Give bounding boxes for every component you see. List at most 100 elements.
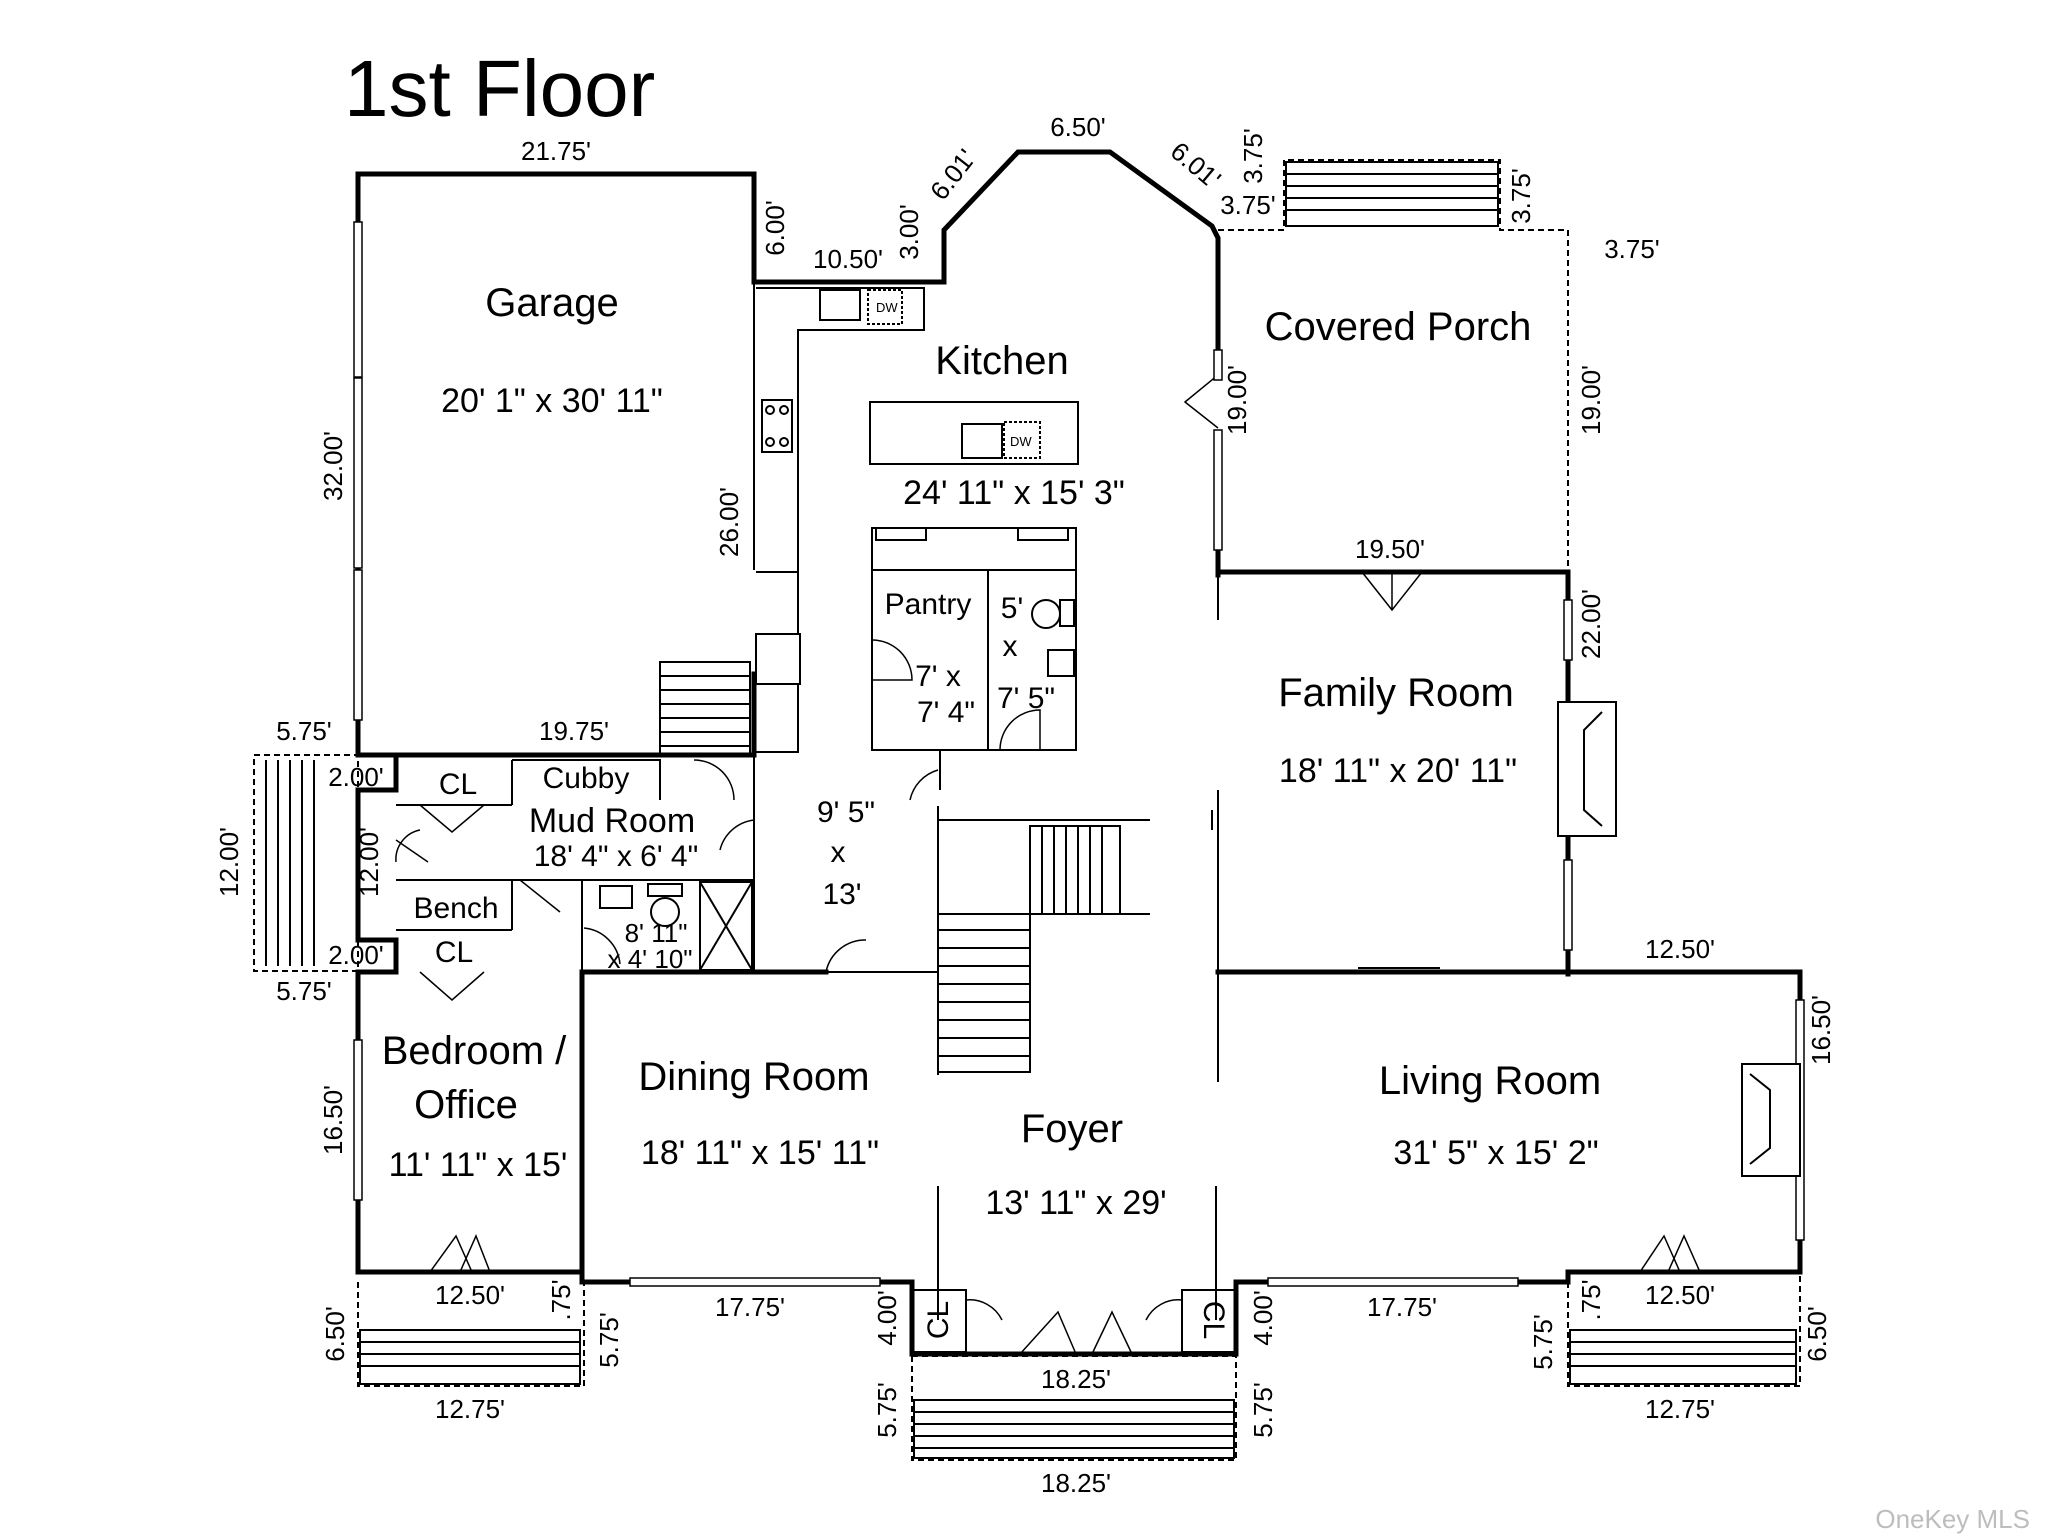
garage-label: Garage <box>485 281 618 325</box>
plan-title: 1st Floor <box>344 44 655 133</box>
dim-porch-corner: 3.75' <box>1604 234 1660 264</box>
powder-door-swing <box>999 709 1041 751</box>
foyer-closet-left-label: CL <box>922 1301 955 1339</box>
garage-steps <box>659 661 751 755</box>
bath-sink-icon <box>599 885 633 909</box>
garage-window <box>353 377 363 569</box>
dim-kitchen-notch: 6.00' <box>760 200 790 256</box>
dim-garage-right: 26.00' <box>714 487 744 557</box>
hall-size-2: x <box>831 836 846 869</box>
foyer-label: Foyer <box>1021 1107 1123 1151</box>
stairs <box>909 769 1213 1075</box>
mud-door-swing <box>395 829 429 863</box>
dim-porch-bottom: 19.50' <box>1355 534 1425 564</box>
dim-foyer-steps-left: 5.75' <box>872 1382 902 1438</box>
pantry-size-2: 7' 4" <box>917 696 975 729</box>
dim-living-steps-jog: .75' <box>1576 1279 1606 1320</box>
dim-garage-top: 21.75' <box>521 136 591 166</box>
dim-porch-left: 19.00' <box>1222 365 1252 435</box>
island-dishwasher-icon <box>1003 421 1041 459</box>
dishwasher-icon <box>867 289 903 325</box>
bedroom-label-2: Office <box>414 1083 518 1127</box>
mud-room-label: Mud Room <box>529 802 695 840</box>
bath-size-1: 8' 11" <box>625 918 688 948</box>
vanity-sink-icon <box>1047 649 1075 677</box>
dim-living-steps-left: 5.75' <box>1528 1314 1558 1370</box>
mud-closet-label: CL <box>439 768 477 801</box>
dim-living-steps-right: 6.50' <box>1802 1306 1832 1362</box>
dim-bedroom-bottom: 12.50' <box>435 1280 505 1310</box>
dim-mud-jog-top: 2.00' <box>328 762 384 792</box>
covered-porch-label: Covered Porch <box>1265 305 1532 349</box>
garage-window <box>353 221 363 378</box>
bench-label: Bench <box>413 892 498 925</box>
garage-size: 20' 1" x 30' 11" <box>441 382 663 420</box>
bedroom-office <box>353 969 585 1285</box>
kitchen-size: 24' 11" x 15' 3" <box>903 474 1125 512</box>
foyer-closet-left <box>911 1289 967 1353</box>
bath <box>581 879 755 973</box>
dim-mud-steps-side: 12.00' <box>214 827 244 897</box>
powder-size-2: x <box>1003 630 1018 663</box>
family-room-label: Family Room <box>1278 671 1514 715</box>
bedroom-closet-label: CL <box>435 936 473 969</box>
dim-kitchen-bay-side: 3.00' <box>894 204 924 260</box>
dim-foyer-jog-left: 4.00' <box>872 1290 902 1346</box>
mud-closet-door-swing <box>419 804 485 833</box>
kitchen-label: Kitchen <box>935 339 1068 383</box>
living-steps <box>1567 1272 1801 1387</box>
dim-garage-left: 32.00' <box>318 431 348 501</box>
bath-size-2: x 4' 10" <box>607 944 692 974</box>
pantry-size-1: 7' x <box>915 660 961 693</box>
pantry-label: Pantry <box>885 588 972 621</box>
island-sink-icon <box>961 423 1003 459</box>
watermark: OneKey MLS <box>1875 1504 2030 1534</box>
dining-door-swing <box>825 939 867 973</box>
dim-bedroom-steps-jog: .75' <box>546 1279 576 1320</box>
fireplace <box>1557 701 1617 837</box>
bedroom-size: 11' 11" x 15' <box>389 1146 568 1184</box>
dim-living-bottom: 12.50' <box>1645 1280 1715 1310</box>
mud-steps <box>253 754 359 972</box>
family-porch-door-swing <box>1361 571 1423 612</box>
front-door-swing <box>1019 1310 1133 1355</box>
bath-toilet-tank <box>647 883 683 897</box>
foyer-size: 13' 11" x 29' <box>985 1184 1166 1222</box>
dim-living-top: 12.50' <box>1645 934 1715 964</box>
bath-door-swing <box>583 927 621 965</box>
mud-room <box>355 752 755 1001</box>
dim-bay-top: 6.50' <box>1050 112 1106 142</box>
kitchen <box>751 149 1221 753</box>
foyer-closet-right-label: CL <box>1197 1301 1230 1339</box>
garage-window <box>353 569 363 721</box>
living-room-label: Living Room <box>1379 1059 1601 1103</box>
cubby-label: Cubby <box>543 762 630 795</box>
dim-steps-porch-left-h: 3.75' <box>1220 190 1276 220</box>
dim-living-steps-bottom: 12.75' <box>1645 1394 1715 1424</box>
mud-hall-door-swing <box>719 819 755 851</box>
dim-front-right: 17.75' <box>1367 1292 1437 1322</box>
dim-mud-steps-top: 5.75' <box>276 716 332 746</box>
dim-foyer-steps-right: 5.75' <box>1248 1382 1278 1438</box>
bedroom-door-swing <box>429 1234 491 1273</box>
dim-foyer-steps-bottom: 18.25' <box>1041 1468 1111 1498</box>
toilet-icon <box>1031 599 1061 629</box>
bedroom-steps <box>357 1282 585 1387</box>
dim-bedroom-steps-right: 5.75' <box>594 1312 624 1368</box>
living-room-size: 31' 5" x 15' 2" <box>1393 1134 1598 1172</box>
dim-mud-jog-bottom: 2.00' <box>328 940 384 970</box>
hall-size-1: 9' 5" <box>817 796 875 829</box>
powder-size-3: 7' 5" <box>997 682 1055 715</box>
dim-bedroom-steps-left: 6.50' <box>320 1306 350 1362</box>
bench-door-swing <box>519 879 561 913</box>
dishwasher-label: DW <box>876 300 898 315</box>
island-dishwasher-label: DW <box>1010 434 1032 449</box>
covered-porch <box>1183 159 1571 612</box>
dim-bedroom-steps-bottom: 12.75' <box>435 1394 505 1424</box>
mud-room-size: 18' 4" x 6' 4" <box>534 840 699 873</box>
dim-foyer-jog-right: 4.00' <box>1248 1290 1278 1346</box>
family-room-size: 18' 11" x 20' 11" <box>1279 752 1517 790</box>
living-door-swing <box>1639 1234 1701 1273</box>
dining-room-size: 18' 11" x 15' 11" <box>641 1134 879 1172</box>
